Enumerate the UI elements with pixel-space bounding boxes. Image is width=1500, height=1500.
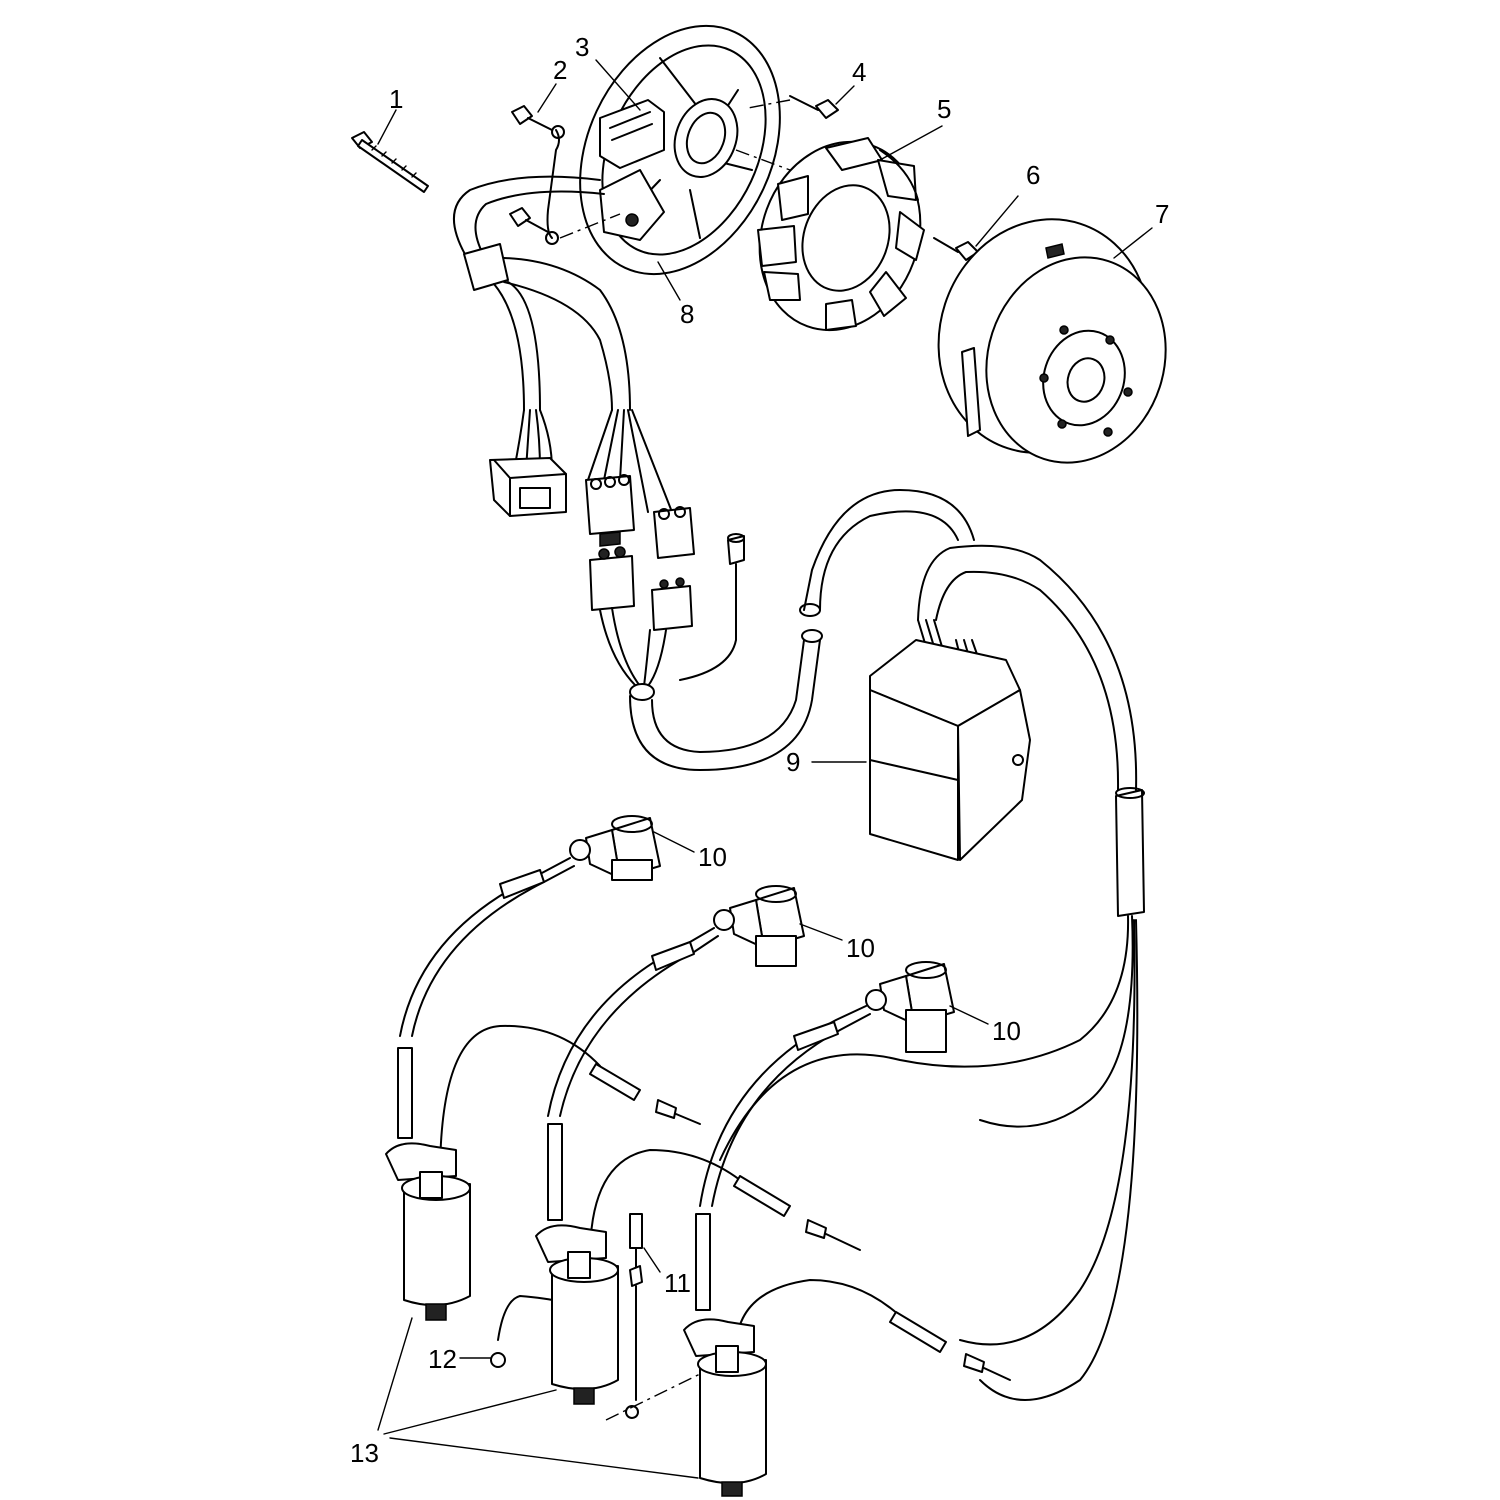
spark-plug-cap-3: [865, 961, 955, 1053]
ht-lead-1: [397, 857, 575, 1139]
leader-lines: [377, 59, 1153, 1479]
stator-connector-b: [653, 506, 695, 559]
callout-4: 4: [852, 57, 866, 87]
callout-3: 3: [575, 32, 589, 62]
bullet-connector: [679, 533, 745, 681]
cdi-wire-harness: [599, 489, 1138, 791]
stator-coil-part: [735, 137, 925, 332]
callout-9: 9: [786, 747, 800, 777]
callout-10-a: 10: [698, 842, 727, 872]
spark-plug-cap-2: [713, 885, 805, 967]
ignition-coil-3: [683, 1318, 767, 1497]
cdi-box-part: [869, 639, 1031, 861]
screw-part-2: [509, 105, 621, 245]
ground-cable: [719, 787, 1145, 1401]
cdi-connector-a: [589, 546, 635, 611]
ht-lead-2: [547, 927, 719, 1221]
connector-part-11: [625, 1213, 643, 1419]
spark-plug-cap-1: [569, 815, 661, 881]
cdi-connector-b: [651, 577, 693, 631]
ht-lead-3: [695, 1005, 871, 1311]
callout-7: 7: [1155, 199, 1169, 229]
callout-6: 6: [1026, 160, 1040, 190]
callout-10-c: 10: [992, 1016, 1021, 1046]
primary-wires: [439, 1024, 1011, 1381]
screw-part-4: [747, 95, 839, 119]
callout-10-b: 10: [846, 933, 875, 963]
callout-5: 5: [937, 94, 951, 124]
pickup-coil-part: [599, 98, 739, 178]
callout-1: 1: [389, 84, 403, 114]
callout-13: 13: [350, 1438, 379, 1468]
callout-2: 2: [553, 55, 567, 85]
ignition-coil-2: [535, 1224, 619, 1405]
callout-12: 12: [428, 1344, 457, 1374]
coil-mount-line: [605, 1373, 701, 1421]
ignition-coil-1: [385, 1142, 471, 1321]
callout-11: 11: [664, 1268, 691, 1298]
callout-8: 8: [680, 299, 694, 329]
cable-tie-part: [351, 131, 429, 193]
regulator-connector: [489, 457, 567, 517]
stator-connector-a: [585, 474, 635, 547]
stator-wire-harness: [453, 175, 673, 513]
flywheel-part: [937, 218, 1167, 464]
